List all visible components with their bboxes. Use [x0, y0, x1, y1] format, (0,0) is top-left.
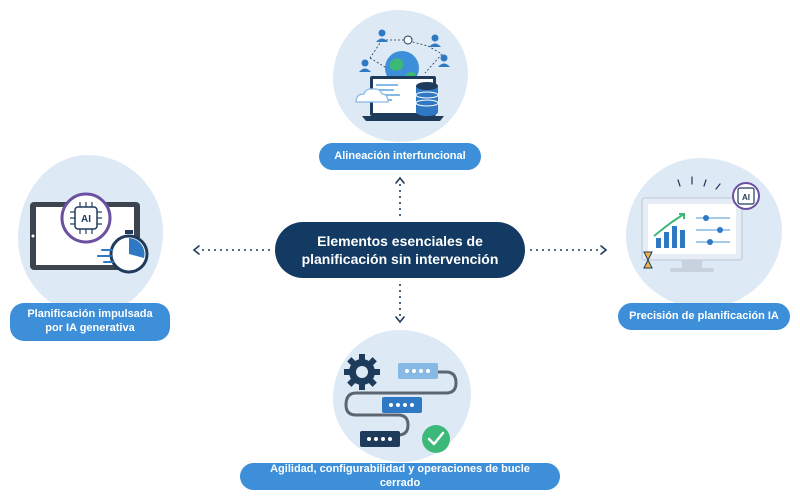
ai-tablet-icon: AI — [30, 192, 149, 274]
central-topic-line2: planificación sin intervención — [301, 251, 499, 267]
analytics-monitor-icon: AI — [641, 176, 760, 272]
arrow-up — [395, 176, 405, 184]
arrow-right — [600, 245, 608, 255]
top-node-label: Alineación interfuncional — [319, 143, 481, 170]
right-node-label: Precisión de planificación IA — [618, 303, 790, 330]
ai-chip-label: AI — [81, 214, 91, 225]
closed-loop-workflow-icon — [344, 354, 458, 453]
right-node-text: Precisión de planificación IA — [629, 309, 779, 322]
left-node-label: Planificación impulsada por IA generativ… — [10, 303, 170, 341]
arrow-down — [395, 316, 405, 324]
central-topic: Elementos esenciales de planificación si… — [275, 222, 525, 278]
bottom-node-text: Agilidad, configurabilidad y operaciones… — [270, 462, 530, 489]
arrow-left — [192, 245, 200, 255]
bottom-node-label: Agilidad, configurabilidad y operaciones… — [240, 463, 560, 490]
top-node-text: Alineación interfuncional — [334, 149, 466, 162]
left-node-text-line2: por IA generativa — [45, 322, 135, 334]
ai-badge-label: AI — [742, 193, 750, 202]
network-laptop-icon — [355, 29, 450, 121]
left-node-text-line1: Planificación impulsada — [27, 308, 153, 321]
central-topic-line1: Elementos esenciales de — [317, 232, 483, 249]
